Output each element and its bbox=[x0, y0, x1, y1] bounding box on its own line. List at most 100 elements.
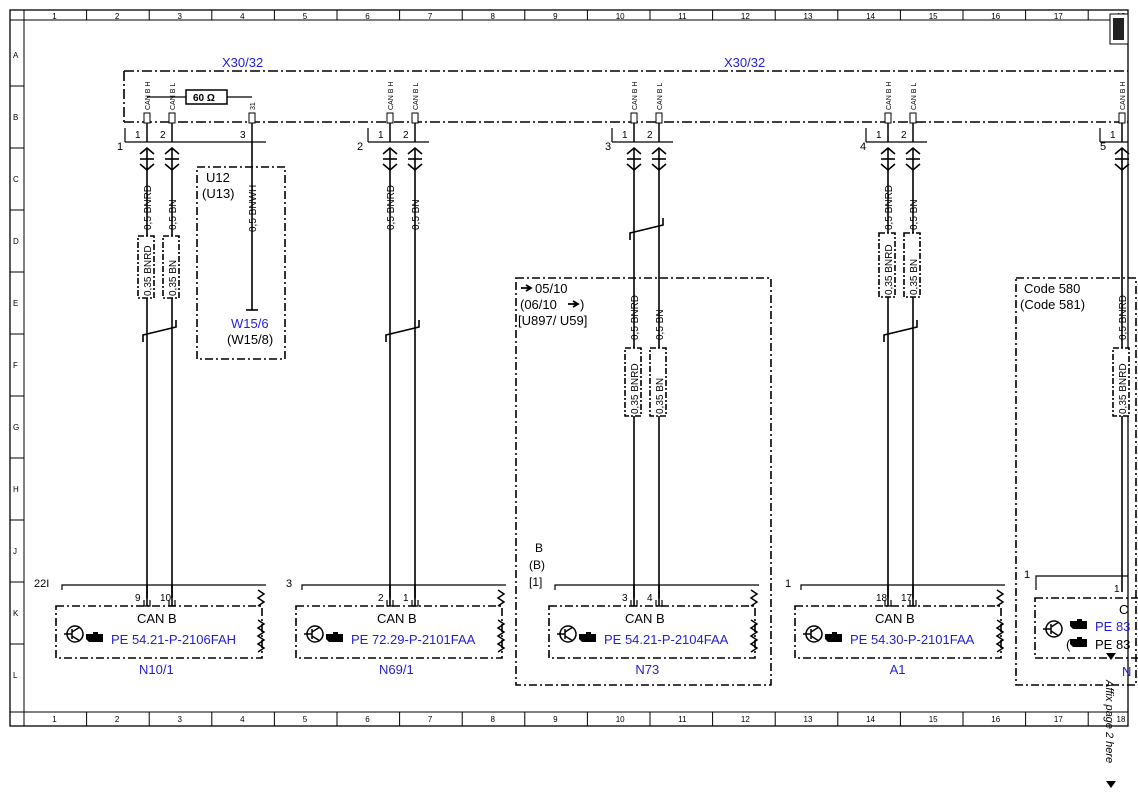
terminating-resistor: 60 Ω bbox=[147, 89, 252, 105]
pin-stub bbox=[411, 112, 419, 124]
row-label: H bbox=[13, 485, 19, 494]
column-label-top: 8 bbox=[491, 12, 496, 21]
bus-enclosure bbox=[123, 70, 1128, 123]
wire-twist bbox=[629, 218, 664, 240]
n73-date1: 05/10 bbox=[535, 281, 568, 296]
transistor-icon bbox=[1042, 620, 1063, 638]
component-bus-label: CAN B bbox=[875, 611, 915, 626]
pin-number: 1 bbox=[1110, 130, 1116, 141]
code-580: Code 580 bbox=[1024, 281, 1080, 296]
connector-icon bbox=[905, 147, 921, 171]
arrow-icon bbox=[568, 300, 580, 308]
pin-label: CAN B H bbox=[388, 82, 395, 110]
column-label-bottom: 5 bbox=[303, 715, 308, 724]
resistor-label: 60 Ω bbox=[193, 93, 215, 104]
connector-number: 1 bbox=[1024, 569, 1030, 581]
column-label-bottom: 1 bbox=[52, 715, 57, 724]
pin-stub bbox=[655, 112, 663, 124]
option-box-n73 bbox=[515, 277, 772, 686]
n73-code-ref: [U897/ U59] bbox=[518, 313, 587, 328]
wire-section-box bbox=[1112, 347, 1130, 417]
wire-section-box bbox=[137, 235, 155, 299]
hand-pointer-icon bbox=[326, 632, 343, 642]
hand-pointer-icon bbox=[1070, 637, 1087, 647]
column-label-bottom: 16 bbox=[991, 715, 1000, 724]
pin-number: 2 bbox=[160, 130, 166, 141]
wire-label: 0,35 BN bbox=[655, 378, 666, 414]
connector-icon bbox=[407, 147, 423, 171]
connector-icon bbox=[164, 147, 180, 171]
row-label: C bbox=[13, 175, 19, 184]
pin-label: CAN B H bbox=[1120, 82, 1127, 110]
column-label-top: 14 bbox=[866, 12, 875, 21]
wire-label: 0,5 BNWH bbox=[248, 185, 259, 232]
hand-pointer-icon bbox=[579, 632, 596, 642]
hand-pointer-icon bbox=[1070, 619, 1087, 629]
connector-icon bbox=[626, 147, 642, 171]
corner-icon bbox=[1109, 13, 1129, 45]
ref-w15-8: (W15/8) bbox=[227, 332, 273, 347]
component-bus-label: CAN B bbox=[377, 611, 417, 626]
column-label-top: 1 bbox=[52, 12, 57, 21]
column-label-bottom: 14 bbox=[866, 715, 875, 724]
pin-number: 1 bbox=[1114, 584, 1120, 595]
wire-section-box bbox=[649, 347, 667, 417]
pin-stub bbox=[630, 112, 638, 124]
component-id: N bbox=[1122, 664, 1131, 679]
bus-label-left: X30/32 bbox=[222, 55, 263, 70]
wire-section-box bbox=[903, 232, 921, 298]
wire-section-box bbox=[624, 347, 642, 417]
column-label-bottom: 8 bbox=[491, 715, 496, 724]
ref-w15-6: W15/6 bbox=[231, 316, 269, 331]
pe-reference-alt: PE 83 bbox=[1095, 637, 1130, 652]
column-label-top: 15 bbox=[929, 12, 938, 21]
column-ticks: 1122334455667788991010111112121313141415… bbox=[52, 10, 1126, 726]
component-id: N10/1 bbox=[139, 662, 174, 677]
pin-stub bbox=[1118, 112, 1126, 124]
wire-label: 0,35 BN bbox=[909, 259, 920, 295]
column-label-top: 7 bbox=[428, 12, 433, 21]
pin-label: CAN B H bbox=[632, 82, 639, 110]
arrow-icon bbox=[521, 284, 533, 292]
pe-reference-link: PE 72.29-P-2101FAA bbox=[351, 632, 476, 647]
pin-number: 1 bbox=[622, 130, 628, 141]
row-label: A bbox=[13, 51, 19, 60]
transistor-icon bbox=[303, 625, 324, 643]
component-box bbox=[1034, 597, 1138, 659]
pin-number: 18 bbox=[876, 593, 888, 604]
zigzag-break bbox=[256, 589, 266, 653]
row-label: B bbox=[13, 113, 18, 122]
pin-stub bbox=[655, 600, 663, 607]
zigzag-break bbox=[496, 589, 506, 653]
column-label-top: 2 bbox=[115, 12, 120, 21]
pin-number: 4 bbox=[647, 593, 653, 604]
component-bus-label: CAN B bbox=[625, 611, 665, 626]
column-label-bottom: 2 bbox=[115, 715, 120, 724]
pin-number: 17 bbox=[901, 593, 913, 604]
row-label: G bbox=[13, 423, 19, 432]
n73-variant-b: B bbox=[535, 541, 543, 555]
column-label-top: 17 bbox=[1054, 12, 1063, 21]
column-label-top: 11 bbox=[678, 12, 687, 21]
wire-twist bbox=[883, 320, 918, 342]
pin-stub bbox=[909, 112, 917, 124]
pin-stub bbox=[168, 112, 176, 124]
pin-label: CAN B H bbox=[886, 82, 893, 110]
transistor-icon bbox=[556, 625, 577, 643]
column-label-top: 16 bbox=[991, 12, 1000, 21]
connector-line bbox=[800, 584, 1005, 590]
pin-label: CAN B L bbox=[657, 83, 664, 110]
wire-label: 0,5 BN bbox=[168, 199, 179, 230]
splice-bracket bbox=[124, 128, 266, 143]
u12-label: U12 bbox=[206, 170, 230, 185]
bus-label-right: X30/32 bbox=[724, 55, 765, 70]
splice-bracket bbox=[865, 128, 927, 143]
connector-icon bbox=[880, 147, 896, 171]
pin-label: CAN B L bbox=[413, 83, 420, 110]
connector-line bbox=[301, 584, 506, 590]
wire-label: 0,5 BNRD bbox=[884, 185, 895, 230]
component-box bbox=[548, 605, 756, 659]
pin-number: 1 bbox=[403, 593, 409, 604]
splice-number: 4 bbox=[860, 141, 866, 153]
column-label-bottom: 11 bbox=[678, 715, 687, 724]
